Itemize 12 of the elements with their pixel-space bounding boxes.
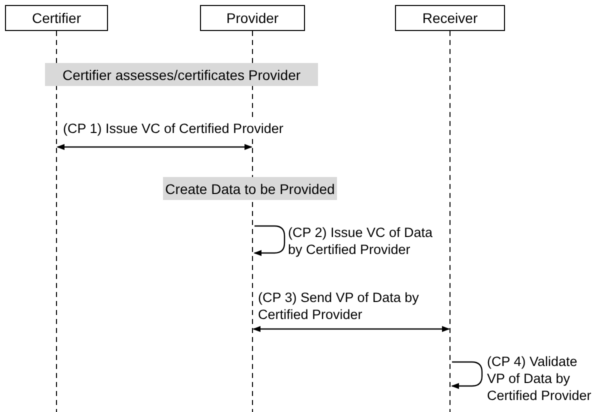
message-arrow xyxy=(56,144,252,150)
activity-text: Certifier assesses/certificates Provider xyxy=(62,66,301,82)
activity-band xyxy=(163,177,337,200)
participant-label: Provider xyxy=(226,10,279,26)
activity-text: Create Data to be Provided xyxy=(165,180,335,196)
self-message-arrow xyxy=(254,225,286,256)
message-label: (CP 1) Issue VC of Certified Provider xyxy=(63,120,284,137)
self-message-arrow xyxy=(451,361,483,389)
participant-label: Receiver xyxy=(422,10,478,26)
participant-label: Certifier xyxy=(32,10,81,26)
message-arrow xyxy=(252,326,450,332)
activity-band xyxy=(45,63,318,86)
